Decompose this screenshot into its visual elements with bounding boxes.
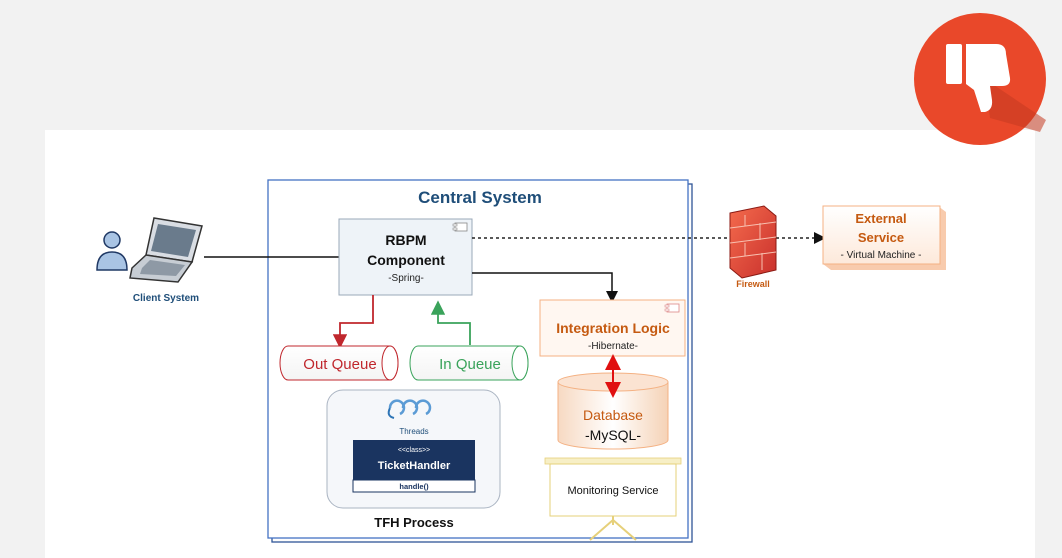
inqueue-to-rbpm-arrow (430, 300, 471, 345)
integration-title: Integration Logic (556, 320, 670, 336)
laptop-icon (129, 217, 203, 283)
thumbs-down-badge (914, 13, 1046, 145)
integration-subtitle: -Hibernate- (588, 341, 638, 352)
class-name: TicketHandler (378, 460, 451, 472)
rbpm-title-line2: Component (367, 252, 445, 268)
threads-label: Threads (399, 427, 428, 436)
out-queue-label: Out Queue (303, 356, 376, 373)
database: Database -MySQL- (557, 372, 669, 450)
threads-icon (387, 399, 432, 419)
thumbs-down-icon (946, 44, 1011, 112)
component-icon (452, 222, 468, 232)
rbpm-subtitle: -Spring- (388, 273, 424, 284)
firewall-label: Firewall (736, 279, 770, 289)
tfh-process-label: TFH Process (374, 515, 453, 530)
external-service: External Service - Virtual Machine - (822, 205, 946, 270)
external-title-line2: Service (858, 230, 904, 245)
external-title-line1: External (855, 211, 906, 226)
integration-logic: Integration Logic -Hibernate- (539, 299, 686, 357)
rbpm-to-outqueue-arrow (332, 295, 374, 349)
rbpm-to-integration-connector (472, 272, 618, 303)
in-queue: In Queue (409, 345, 529, 381)
rbpm-title-line1: RBPM (385, 232, 426, 248)
monitoring-label: Monitoring Service (567, 485, 658, 497)
external-subtitle: - Virtual Machine - (841, 250, 922, 261)
central-system-title: Central System (418, 188, 542, 207)
out-queue: Out Queue (279, 345, 399, 381)
user-icon (96, 231, 128, 271)
class-stereotype: <<class>> (398, 447, 430, 454)
client-system-label: Client System (133, 293, 199, 304)
database-subtitle: -MySQL- (585, 427, 641, 443)
class-method: handle() (399, 482, 429, 491)
firewall-icon (729, 205, 777, 279)
component-icon (664, 303, 680, 313)
monitoring-service: Monitoring Service (544, 457, 682, 541)
tfh-process: Threads <<class>> TicketHandler handle() (326, 389, 501, 509)
rbpm-component: RBPM Component -Spring- (338, 218, 473, 296)
in-queue-label: In Queue (439, 356, 501, 373)
database-title: Database (583, 407, 643, 423)
